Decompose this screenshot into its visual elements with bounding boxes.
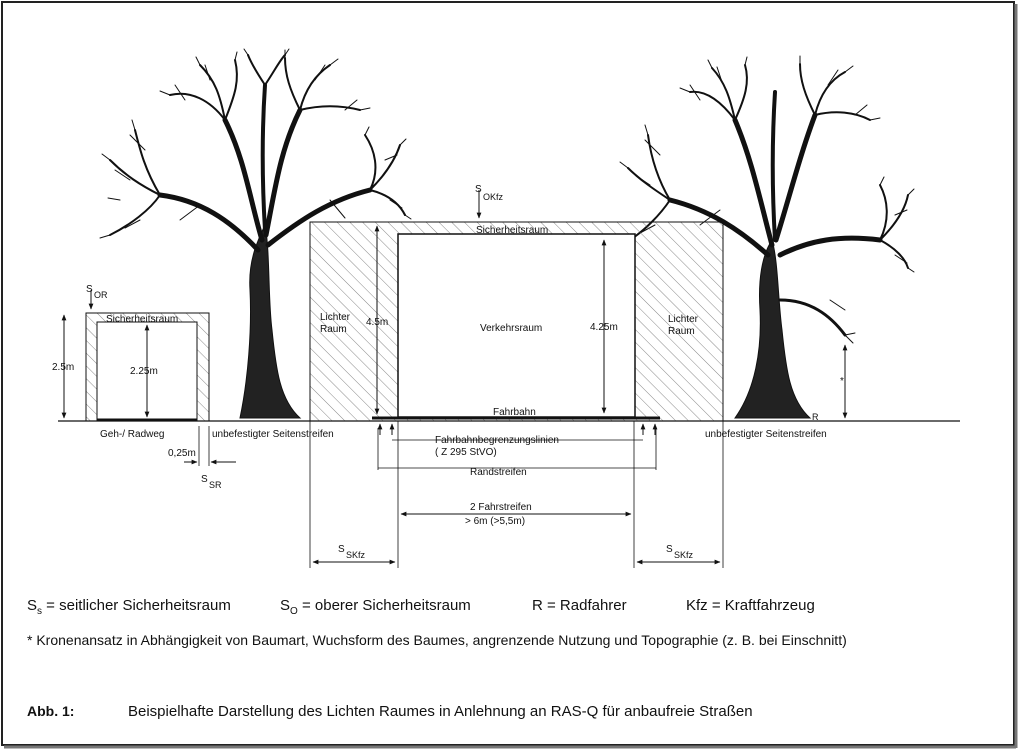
- fahrstreifen-label: 2 Fahrstreifen: [470, 502, 532, 513]
- lichter-raum-right-1: Lichter: [668, 314, 699, 325]
- randstreifen-label: Randstreifen: [470, 467, 527, 478]
- s-sr-sub: SR: [209, 480, 222, 490]
- height-25-label: 2.5m: [52, 362, 74, 373]
- gehweg-label: Geh-/ Radweg: [100, 429, 164, 440]
- unbefestigt-right-label: unbefestigter Seitenstreifen: [705, 429, 827, 440]
- unbefestigt-left-label: unbefestigter Seitenstreifen: [212, 429, 334, 440]
- s-okfz-sub: OKfz: [483, 192, 504, 202]
- legend-footnote: * Kronenansatz in Abhängigkeit von Bauma…: [27, 632, 847, 648]
- height-45-label: 4.5m: [366, 317, 388, 328]
- s-or-sub: OR: [94, 290, 108, 300]
- sicherheitsraum-left-label: Sicherheitsraum: [106, 314, 178, 325]
- lichter-raum-left-1: Lichter: [320, 312, 351, 323]
- fahrbahn-label: Fahrbahn: [493, 407, 536, 418]
- lichter-raum-left-2: Raum: [320, 324, 347, 335]
- fahrbahnbegrenzung-label: Fahrbahnbegrenzungslinien: [435, 435, 559, 446]
- s-okfz-label: S: [475, 184, 482, 195]
- s-sr-label: S: [201, 474, 208, 485]
- s-or-label: S: [86, 284, 93, 295]
- s-skfz-right-label: S: [666, 544, 673, 555]
- tree-left-icon: [99, 48, 412, 419]
- verkehrsraum-box: [397, 233, 636, 418]
- height-425-label: 4.25m: [590, 322, 618, 333]
- z295-label: ( Z 295 StVO): [435, 447, 497, 458]
- lichter-raum-right-2: Raum: [668, 326, 695, 337]
- r-label: R: [812, 412, 819, 422]
- legend-so: SO = oberer Sicherheitsraum: [280, 597, 471, 617]
- legend-r: R = Radfahrer: [532, 597, 627, 614]
- s-skfz-right-sub: SKfz: [674, 550, 694, 560]
- caption-label: Abb. 1:: [27, 703, 74, 719]
- legend-kfz: Kfz = Kraftfahrzeug: [686, 597, 815, 614]
- legend: Ss = seitlicher Sicherheitsraum SO = obe…: [27, 597, 847, 648]
- s-skfz-left-label: S: [338, 544, 345, 555]
- tree-right-icon: [619, 55, 915, 419]
- height-225-label: 2.25m: [130, 366, 158, 377]
- caption-text: Beispielhafte Darstellung des Lichten Ra…: [128, 703, 753, 720]
- sicherheitsraum-main-label: Sicherheitsraum: [476, 225, 548, 236]
- w-025-label: 0,25m: [168, 448, 196, 459]
- s-skfz-left-sub: SKfz: [346, 550, 366, 560]
- verkehrsraum-label: Verkehrsraum: [480, 323, 542, 334]
- star-label: *: [840, 376, 844, 387]
- legend-ss: Ss = seitlicher Sicherheitsraum: [27, 597, 231, 617]
- fahrstreifen-width-label: > 6m (>5,5m): [465, 516, 525, 527]
